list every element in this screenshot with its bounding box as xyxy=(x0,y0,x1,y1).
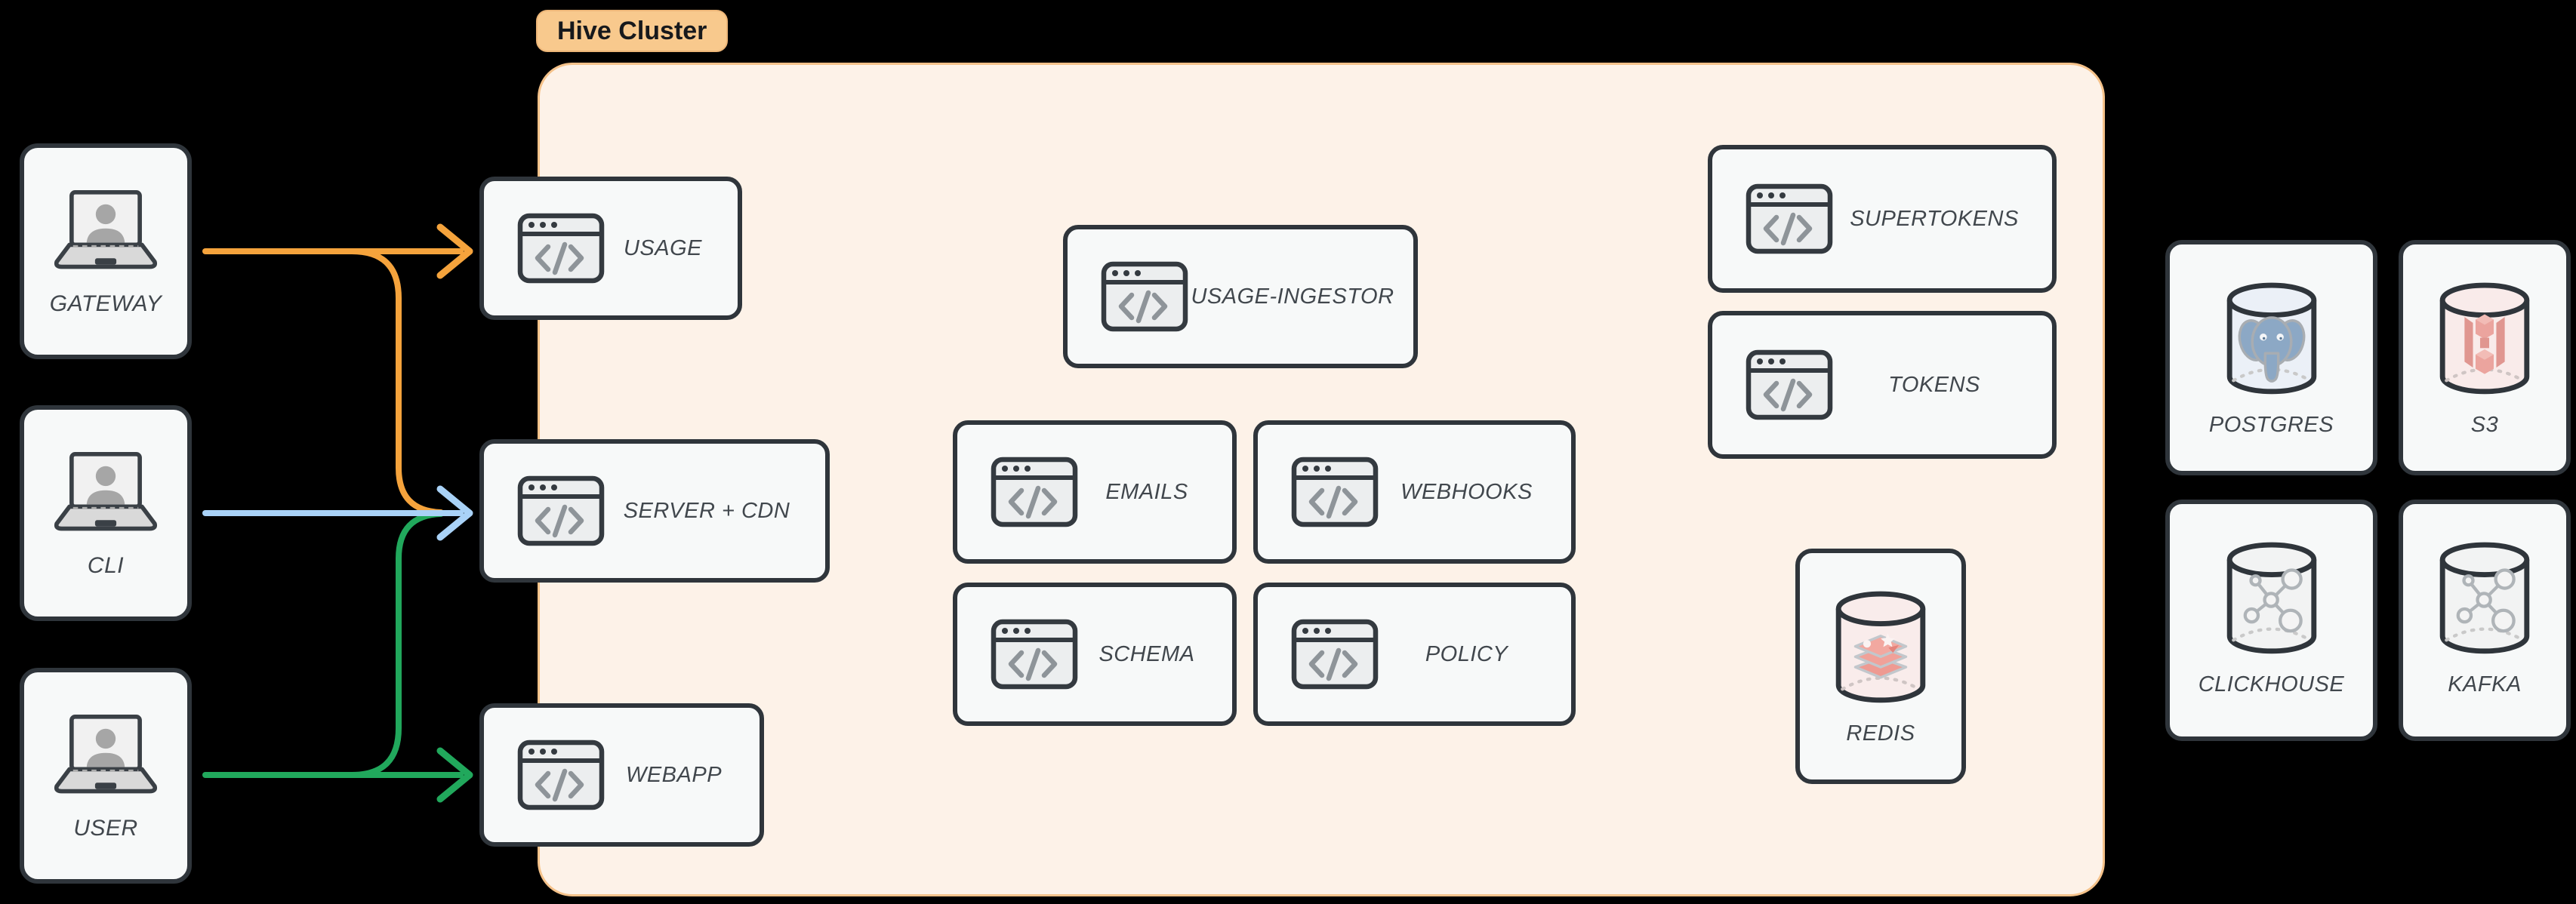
code-window-icon xyxy=(991,619,1078,690)
node-s3[interactable]: S3 xyxy=(2399,240,2571,475)
arrowhead-webapp xyxy=(436,747,473,803)
node-emails[interactable]: EMAILS xyxy=(953,420,1237,564)
s3-database-icon xyxy=(2430,281,2540,398)
node-clickhouse[interactable]: CLICKHOUSE xyxy=(2165,500,2377,741)
laptop-user-icon xyxy=(46,452,165,532)
laptop-user-icon xyxy=(46,715,165,795)
node-user[interactable]: USER xyxy=(20,668,192,884)
code-window-icon xyxy=(1291,619,1379,690)
code-window-icon xyxy=(991,457,1078,527)
node-schema[interactable]: SCHEMA xyxy=(953,583,1237,726)
hive-cluster-badge-label: Hive Cluster xyxy=(557,16,707,45)
node-kafka[interactable]: KAFKA xyxy=(2399,500,2571,741)
node-schema-label: SCHEMA xyxy=(1098,641,1195,666)
code-window-icon xyxy=(1746,183,1833,254)
node-cli[interactable]: CLI xyxy=(20,405,192,621)
code-window-icon xyxy=(1101,261,1188,332)
node-usage-ingestor[interactable]: USAGE-INGESTOR xyxy=(1063,225,1418,368)
clickhouse-database-icon xyxy=(2217,540,2327,657)
laptop-user-icon xyxy=(46,190,165,270)
redis-database-icon xyxy=(1826,589,1936,706)
node-postgres[interactable]: POSTGRES xyxy=(2165,240,2377,475)
code-window-icon xyxy=(517,213,605,284)
code-window-icon xyxy=(1746,349,1833,420)
node-user-label: USER xyxy=(73,816,138,841)
node-s3-label: S3 xyxy=(2470,413,2499,437)
node-emails-label: EMAILS xyxy=(1105,479,1188,504)
node-webapp[interactable]: WEBAPP xyxy=(479,703,764,847)
kafka-database-icon xyxy=(2430,540,2540,657)
node-usage-label: USAGE xyxy=(623,235,703,260)
node-gateway-label: GATEWAY xyxy=(49,291,162,316)
node-usage-ingestor-label: USAGE-INGESTOR xyxy=(1191,284,1394,309)
node-server-cdn-label: SERVER + CDN xyxy=(623,498,790,523)
node-clickhouse-label: CLICKHOUSE xyxy=(2198,672,2345,696)
node-tokens-label: TOKENS xyxy=(1888,372,1980,397)
node-tokens[interactable]: TOKENS xyxy=(1708,311,2057,459)
node-cli-label: CLI xyxy=(87,553,125,578)
code-window-icon xyxy=(517,739,605,810)
node-usage[interactable]: USAGE xyxy=(479,177,742,320)
code-window-icon xyxy=(517,475,605,546)
node-gateway[interactable]: GATEWAY xyxy=(20,143,192,359)
node-redis[interactable]: REDIS xyxy=(1795,549,1966,784)
node-policy[interactable]: POLICY xyxy=(1253,583,1576,726)
node-webhooks[interactable]: WEBHOOKS xyxy=(1253,420,1576,564)
node-webhooks-label: WEBHOOKS xyxy=(1400,479,1533,504)
arrowhead-usage xyxy=(436,223,473,279)
node-server-cdn[interactable]: SERVER + CDN xyxy=(479,439,830,583)
node-postgres-label: POSTGRES xyxy=(2208,413,2334,437)
edge-gateway-server-cdn xyxy=(349,248,444,515)
arrowhead-server-cdn xyxy=(436,485,473,541)
code-window-icon xyxy=(1291,457,1379,527)
node-supertokens-label: SUPERTOKENS xyxy=(1850,206,2019,231)
node-policy-label: POLICY xyxy=(1425,641,1508,666)
node-supertokens[interactable]: SUPERTOKENS xyxy=(1708,145,2057,293)
hive-cluster-badge: Hive Cluster xyxy=(536,10,729,52)
node-redis-label: REDIS xyxy=(1846,721,1915,746)
node-kafka-label: KAFKA xyxy=(2448,672,2522,696)
edge-user-server-cdn xyxy=(349,511,444,778)
node-webapp-label: WEBAPP xyxy=(625,762,723,787)
postgres-database-icon xyxy=(2217,281,2327,398)
